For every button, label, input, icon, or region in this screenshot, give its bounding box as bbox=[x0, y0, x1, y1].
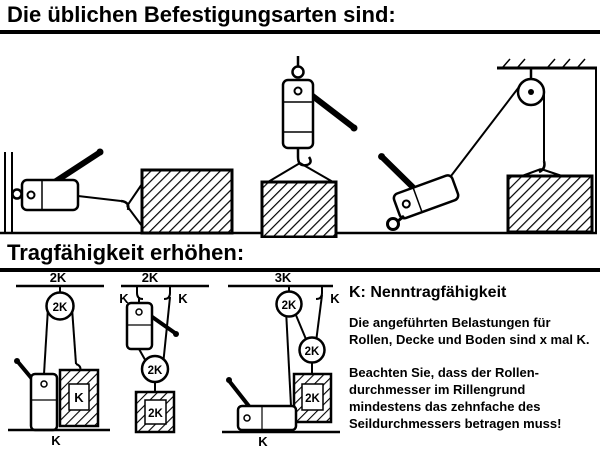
title-underline-2 bbox=[0, 268, 600, 272]
hoist-body bbox=[392, 174, 460, 220]
anchor-ring-icon bbox=[291, 65, 305, 79]
hoist-detail bbox=[40, 380, 48, 388]
ceiling-load-label: 2K bbox=[50, 272, 67, 285]
diagram-2k-double-anchor: 2K K K 2K 2K bbox=[119, 272, 209, 434]
ceiling-hatch bbox=[562, 58, 571, 68]
hoist-body bbox=[29, 372, 59, 432]
ceiling-hatch bbox=[502, 58, 511, 68]
hook-icon bbox=[315, 292, 323, 300]
hoist-body bbox=[236, 404, 298, 432]
label-plate bbox=[68, 383, 90, 411]
rope bbox=[315, 294, 323, 343]
floor-load-label: K bbox=[258, 434, 268, 449]
load-box bbox=[260, 180, 338, 238]
right-anchor-load-label: K bbox=[330, 291, 340, 306]
page-title-capacity: Tragfähigkeit erhöhen: bbox=[7, 240, 245, 265]
top-pulley-load-label: 2K bbox=[282, 300, 297, 312]
label-plate bbox=[144, 399, 167, 425]
load-box bbox=[506, 174, 594, 234]
ceiling-hatch bbox=[547, 58, 556, 68]
hook-icon bbox=[296, 148, 312, 167]
hoist-device bbox=[378, 153, 460, 220]
hoist-detail bbox=[412, 187, 423, 213]
figure-horizontal-pull bbox=[4, 148, 234, 235]
info-paragraph-loads: Die angeführten Belastungen für Rollen, … bbox=[349, 315, 590, 347]
hoist-detail bbox=[243, 414, 251, 422]
hoist-body bbox=[20, 178, 80, 212]
sling-line bbox=[299, 162, 334, 183]
pulley-load-label: 2K bbox=[53, 302, 68, 314]
page-title-fastening: Die üblichen Befestigungsarten sind: bbox=[7, 2, 396, 27]
sling-line bbox=[126, 205, 143, 227]
label-plate bbox=[301, 383, 324, 411]
lever-knob bbox=[350, 124, 358, 132]
sling-line bbox=[126, 183, 143, 207]
rope bbox=[77, 195, 122, 202]
ceiling-hatch bbox=[517, 58, 526, 68]
ceiling-hatch bbox=[577, 58, 586, 68]
capacity-section: 2K 2K K K 2K K bbox=[0, 272, 600, 450]
pulley-icon bbox=[45, 291, 75, 321]
rope bbox=[162, 296, 171, 366]
bottom-pulley-load-label: 2K bbox=[305, 346, 320, 358]
right-anchor-load-label: K bbox=[178, 291, 188, 306]
hoist-lever bbox=[307, 91, 356, 130]
pulley-load-label: 2K bbox=[148, 365, 163, 377]
diagram-2k-floor-anchored: 2K 2K K K bbox=[8, 272, 110, 448]
hoist-detail bbox=[135, 308, 143, 316]
figure-vertical-hang bbox=[260, 56, 358, 238]
lever-knob bbox=[226, 377, 232, 383]
figure-pulley-redirect bbox=[378, 58, 597, 234]
hook-icon bbox=[538, 160, 546, 174]
load-label: 2K bbox=[305, 393, 320, 405]
title-underline bbox=[0, 30, 600, 34]
rope bbox=[285, 309, 292, 407]
rope bbox=[71, 307, 77, 365]
sling-line bbox=[267, 162, 301, 183]
pulley-icon bbox=[275, 290, 303, 318]
load-label: 2K bbox=[148, 408, 163, 420]
lever-knob bbox=[378, 153, 386, 161]
hoist-detail bbox=[293, 86, 303, 96]
ceiling-load-label: 3K bbox=[275, 272, 292, 285]
load-box bbox=[140, 168, 234, 235]
hook-icon bbox=[163, 292, 171, 300]
rope bbox=[43, 307, 49, 375]
hoist-body bbox=[125, 301, 154, 351]
anchor-link bbox=[397, 214, 405, 223]
ceiling-load-label: 2K bbox=[142, 272, 159, 285]
load-box bbox=[58, 368, 100, 428]
lever-knob bbox=[96, 148, 104, 156]
capacity-diagrams: 2K 2K K K 2K K bbox=[8, 272, 340, 449]
anchor-ring-icon bbox=[11, 188, 23, 200]
lever-knob bbox=[14, 358, 20, 364]
pulley-hub bbox=[528, 89, 534, 95]
floor-load-label: K bbox=[51, 433, 61, 448]
fastening-methods-illustration bbox=[0, 56, 597, 238]
hoist-detail bbox=[401, 199, 411, 209]
hoist-body bbox=[281, 78, 315, 150]
anchor-ring-icon bbox=[386, 217, 400, 231]
left-anchor-load-label: K bbox=[119, 291, 129, 306]
hoist-detail bbox=[26, 190, 36, 200]
lever-knob bbox=[173, 331, 179, 337]
info-paragraph-pulley-diameter: Beachten Sie, dass der Rollen-durchmesse… bbox=[349, 365, 562, 431]
info-block: K: Nenntragfähigkeit Die angeführten Bel… bbox=[349, 272, 591, 432]
load-label: K bbox=[74, 390, 84, 405]
diagram-3k-two-pulleys: 3K K 2K 2K 2K K bbox=[222, 272, 340, 449]
info-title: K: Nenntragfähigkeit bbox=[349, 284, 507, 301]
